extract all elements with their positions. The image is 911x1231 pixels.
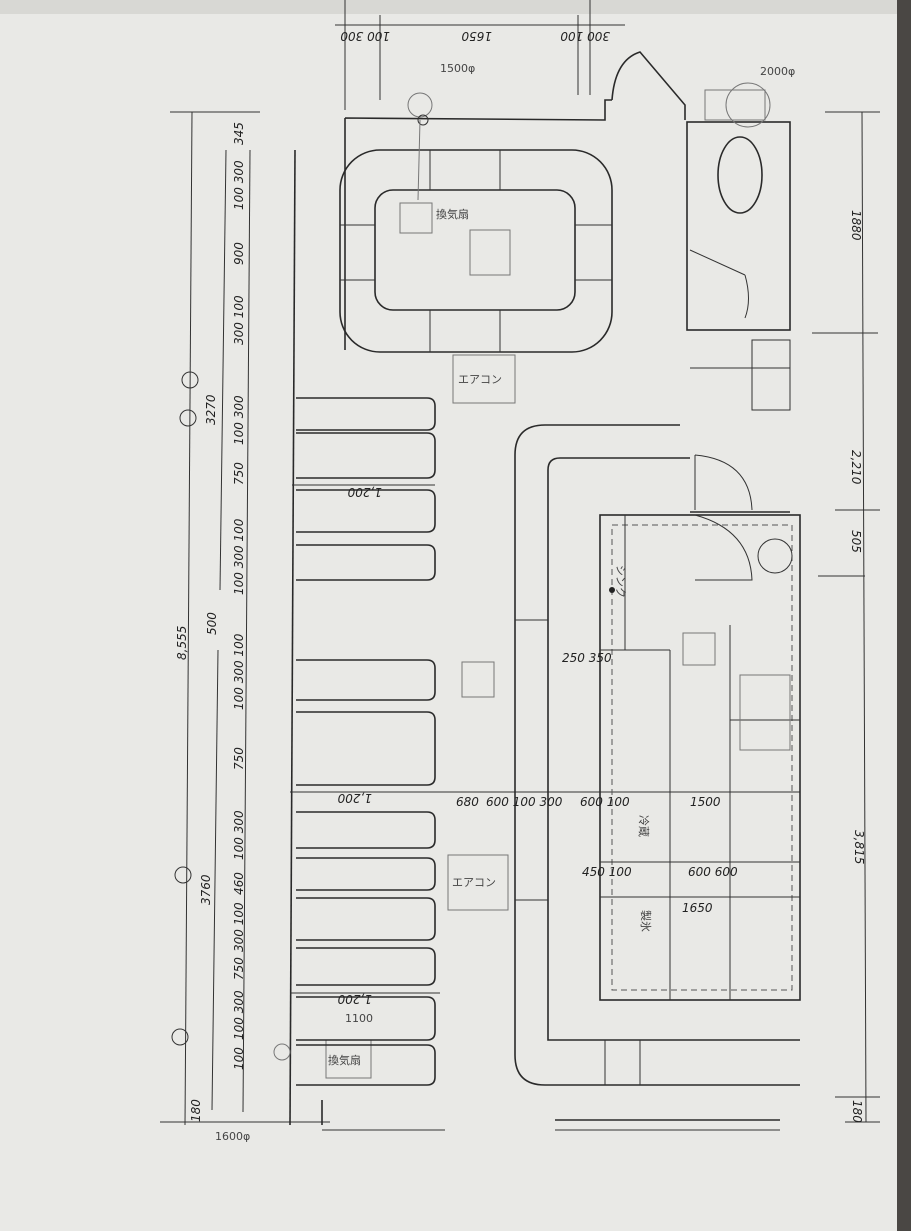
dim-right-middle: 2,210 bbox=[849, 450, 863, 485]
note-cold: 冷蔵 bbox=[637, 815, 650, 837]
dim-bottom-offset: 180 bbox=[189, 1099, 203, 1122]
dim-kitchen-row1: 600 100 bbox=[580, 795, 630, 809]
note-aircon-2: エアコン bbox=[452, 876, 496, 889]
dim-segment-label: 300 100 bbox=[232, 295, 246, 345]
dim-toilet: 1880 bbox=[849, 210, 863, 241]
note-aircon-1: エアコン bbox=[458, 373, 502, 386]
dim-segment-label: 100 300 100 bbox=[232, 633, 246, 710]
dim-segment-label: 900 bbox=[232, 242, 246, 265]
dim-kitchen-cols: 600 600 bbox=[688, 865, 738, 879]
note-fan-top: 1500φ bbox=[440, 62, 475, 75]
dim-top-middle: 1650 bbox=[461, 29, 492, 43]
booth-seat bbox=[296, 947, 436, 986]
dim-lower-total: 3760 bbox=[199, 874, 213, 905]
dim-booth-3: 1,200 bbox=[337, 992, 372, 1006]
booth-seat bbox=[296, 489, 436, 533]
toilet-room bbox=[686, 82, 793, 581]
dim-segment-label: 300 100 bbox=[232, 902, 246, 952]
dim-segment-label: 460 bbox=[232, 872, 246, 895]
dim-segment-label: 100 300 bbox=[232, 810, 246, 860]
dim-kitchen-row2: 450 100 bbox=[582, 865, 632, 879]
note-fan-toilet: 2000φ bbox=[760, 65, 795, 78]
booth-seats bbox=[296, 397, 436, 1086]
dim-segment-label: 750 bbox=[232, 747, 246, 770]
fan-bottom-icon bbox=[273, 1043, 291, 1061]
counter bbox=[514, 424, 800, 1086]
note-fan-bottom: 1600φ bbox=[215, 1130, 250, 1143]
dim-middle-gap: 500 bbox=[205, 612, 219, 635]
dim-right-small: 505 bbox=[849, 530, 863, 553]
lower-segment-labels: 100 300 100 750 100 300 460 300 100 750 100 30… bbox=[232, 633, 246, 1070]
dim-booth-1: 1,200 bbox=[347, 485, 382, 499]
booth-seat bbox=[296, 811, 436, 849]
dim-top-left: 100 300 bbox=[340, 29, 390, 43]
dim-segment-label: 100 300 bbox=[232, 395, 246, 445]
note-exhaust-top: 換気扇 bbox=[436, 207, 469, 221]
note-width-1100: 1100 bbox=[345, 1012, 373, 1025]
note-sink: シンク bbox=[614, 565, 627, 598]
top-dimension-lines bbox=[335, 0, 625, 110]
round-table bbox=[339, 92, 613, 353]
dim-kitchen-total: 1650 bbox=[682, 901, 713, 915]
booth-seat bbox=[296, 857, 436, 891]
table-edge bbox=[897, 0, 911, 1231]
dim-fridge: 1500 bbox=[690, 795, 721, 809]
booth-seat bbox=[296, 897, 436, 941]
booth-seat bbox=[296, 397, 436, 431]
aircon-box-1 bbox=[452, 354, 516, 404]
left-dimension-lines bbox=[160, 111, 330, 1126]
dim-segment-label: 100 300 100 bbox=[232, 518, 246, 595]
booth-seat bbox=[296, 996, 436, 1041]
small-fixture bbox=[461, 661, 495, 698]
booth-seat bbox=[296, 544, 436, 581]
kitchen-area bbox=[599, 514, 801, 1001]
dim-segment-label: 100 300 bbox=[232, 990, 246, 1040]
dim-right-bottom: 180 bbox=[850, 1100, 864, 1123]
dim-segment-label: 750 bbox=[232, 957, 246, 980]
walls bbox=[289, 51, 780, 1131]
dim-booth-2: 1,200 bbox=[337, 791, 372, 805]
note-ice: 製氷 bbox=[639, 910, 653, 932]
dim-top-offset: 345 bbox=[232, 122, 246, 145]
dim-aisle: 680 bbox=[456, 795, 479, 809]
paper-top-shadow bbox=[0, 0, 911, 14]
note-exhaust-bottom: 換気扇 bbox=[328, 1053, 361, 1067]
booth-seat bbox=[296, 659, 436, 701]
dim-segment-label: 750 bbox=[232, 462, 246, 485]
dim-segment-label: 100 300 bbox=[232, 160, 246, 210]
dim-counter: 600 100 300 bbox=[486, 795, 563, 809]
dim-upper-total: 3270 bbox=[204, 394, 218, 425]
dim-segment-label: 100 bbox=[232, 1047, 246, 1070]
right-dimension-lines bbox=[812, 111, 880, 1123]
booth-seat bbox=[296, 432, 436, 479]
dim-kitchen-length: 3,815 bbox=[852, 830, 866, 864]
upper-segment-labels: 100 300 900 300 100 100 300 750 100 300 100 bbox=[232, 160, 246, 595]
dim-overall: 8,555 bbox=[175, 626, 189, 660]
booth-seat bbox=[296, 711, 436, 786]
booth-seat bbox=[296, 1044, 436, 1086]
dim-sink: 250 350 bbox=[562, 651, 612, 665]
dim-top-right: 300 100 bbox=[560, 29, 610, 43]
aircon-box-2 bbox=[447, 854, 509, 911]
